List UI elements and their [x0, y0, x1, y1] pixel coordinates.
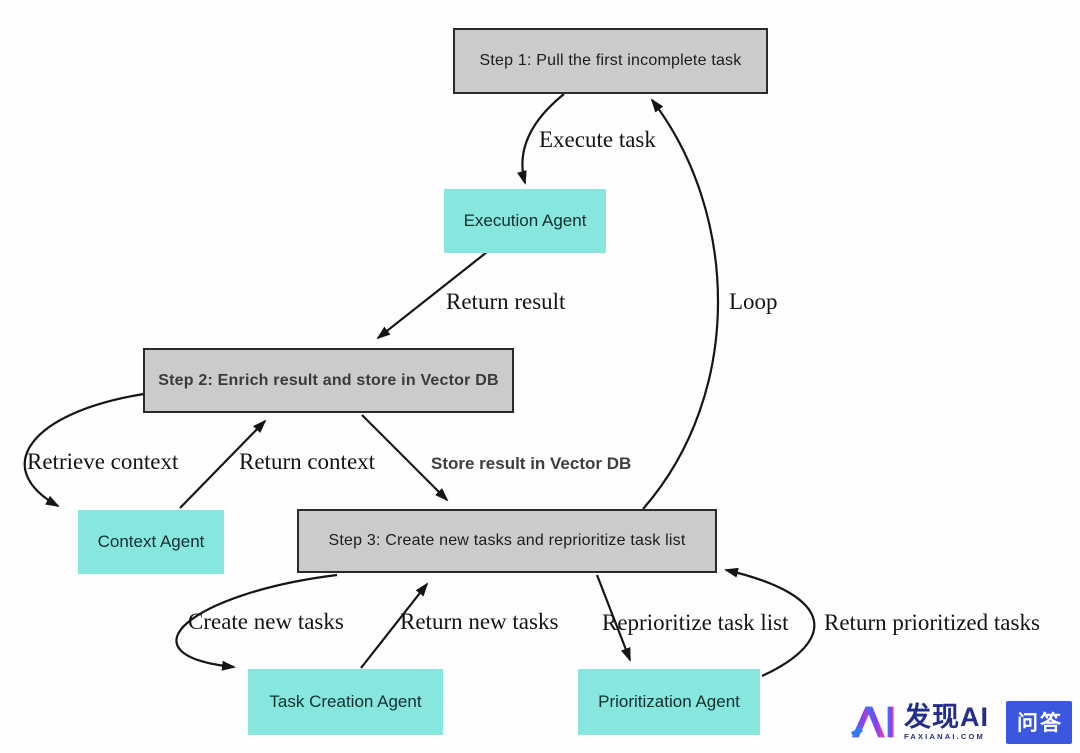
node-step2: Step 2: Enrich result and store in Vecto…: [143, 348, 514, 413]
node-step3: Step 3: Create new tasks and reprioritiz…: [297, 509, 717, 573]
edge-label-return-new-tasks: Return new tasks: [400, 609, 559, 634]
edge-label-reprioritize-task-list: Reprioritize task list: [602, 610, 789, 635]
edge-label-execute-task: Execute task: [539, 127, 656, 152]
node-context-agent: Context Agent: [78, 510, 224, 574]
node-task-creation-agent: Task Creation Agent: [248, 669, 443, 735]
watermark-title: 发现AI: [904, 701, 989, 732]
edge-label-return-prioritized-tasks: Return prioritized tasks: [824, 610, 1040, 635]
ai-gradient-logo-icon: [851, 706, 894, 738]
edge-label-store-result: Store result in Vector DB: [431, 454, 632, 473]
edge-label-create-new-tasks: Create new tasks: [188, 609, 344, 634]
edge-label-retrieve-context: Retrieve context: [27, 449, 179, 474]
edge-loop-arrow: [642, 98, 720, 510]
edge-label-loop: Loop: [729, 289, 778, 314]
watermark-badge: 问答: [1006, 700, 1072, 744]
edge-label-return-result: Return result: [446, 289, 566, 314]
watermark: 发现AI FAXIANAI.COM 问答: [851, 697, 1072, 747]
node-prioritization-agent: Prioritization Agent: [578, 669, 760, 735]
node-execution-agent: Execution Agent: [444, 189, 606, 253]
watermark-subtitle: FAXIANAI.COM: [904, 731, 985, 741]
watermark-text: 发现AI FAXIANAI.COM: [904, 701, 989, 741]
edge-label-return-context: Return context: [239, 449, 376, 474]
node-step1: Step 1: Pull the first incomplete task: [453, 28, 768, 94]
